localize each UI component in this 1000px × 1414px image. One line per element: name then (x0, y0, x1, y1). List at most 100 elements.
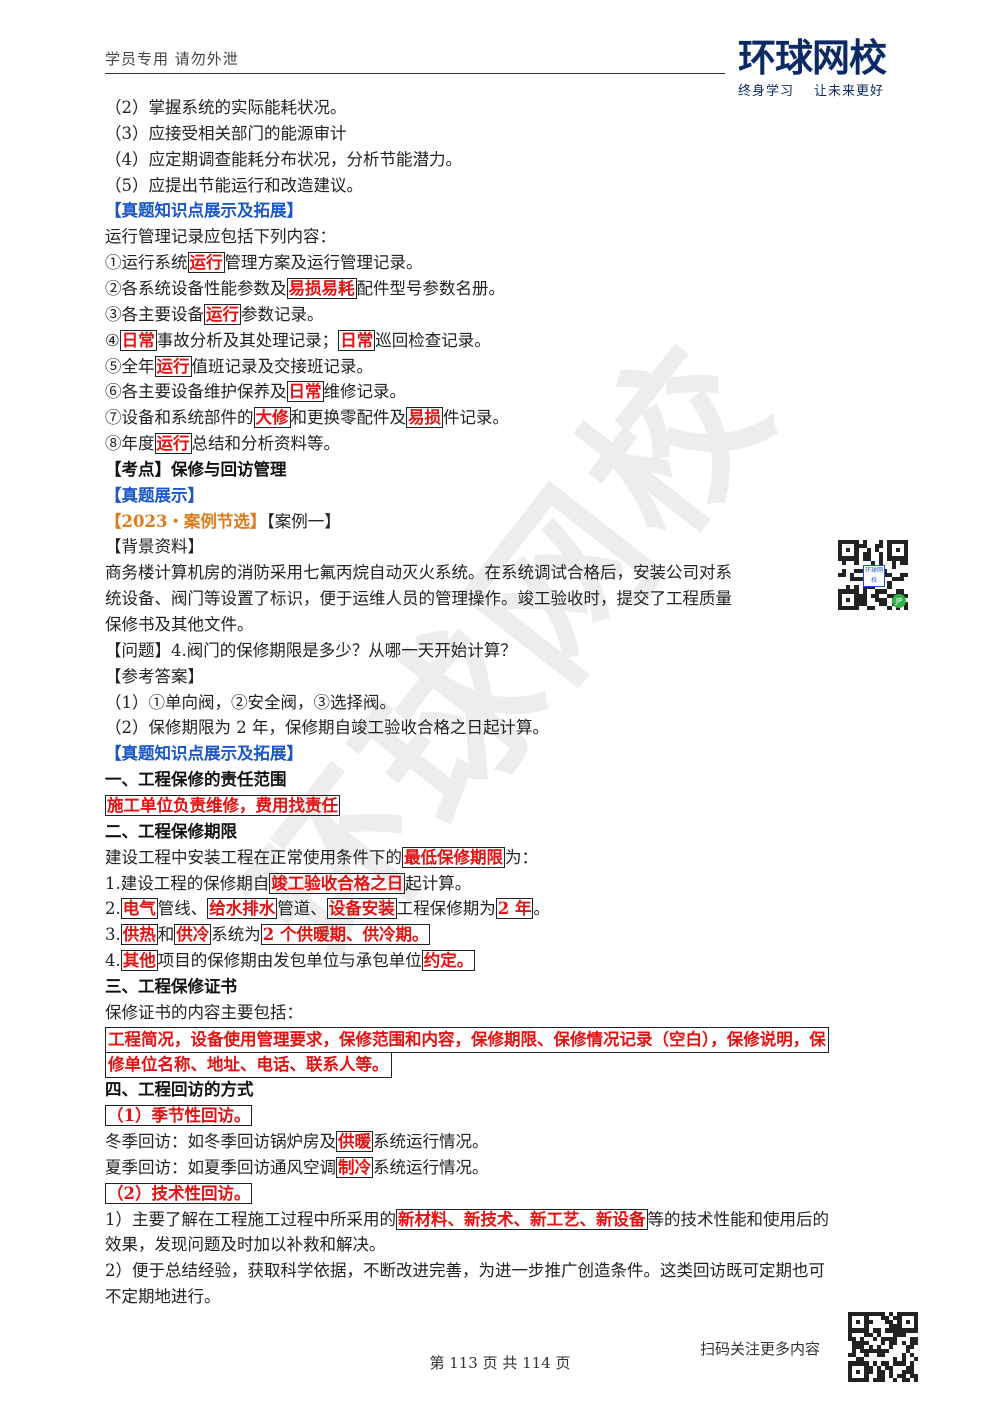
qr-module (854, 544, 859, 549)
qr-module (862, 540, 867, 545)
qr-module (913, 1316, 918, 1321)
qr-module (883, 572, 888, 578)
qr-module (872, 1328, 877, 1333)
qr-module (880, 1312, 886, 1317)
qr-module (862, 601, 867, 606)
text-line: 效果，发现问题及时加以补救和解决。 (105, 1233, 386, 1257)
qr-module (905, 1377, 910, 1382)
qr-module (880, 1373, 886, 1378)
qr-module (868, 1365, 873, 1370)
qr-module (864, 1312, 869, 1317)
text-segment: 2）便于总结经验，获取科学依据，不断改进完善，为进一步推广创造条件。这类回访既可… (105, 1261, 825, 1281)
text-segment: 和 (157, 925, 175, 945)
qr-module (862, 597, 867, 602)
qr-module (856, 1361, 861, 1366)
qr-module (887, 556, 892, 561)
qr-module (852, 1349, 857, 1354)
qr-module (858, 568, 863, 573)
text-segment: ⑤全年 (105, 356, 155, 376)
qr-module (913, 1340, 918, 1345)
highlighted-keyword: 修单位名称、地址、电话、联系人等。 (105, 1052, 392, 1079)
qr-module (913, 1320, 918, 1325)
qr-module (850, 540, 855, 545)
qr-module (897, 1361, 902, 1366)
qr-module (913, 1336, 918, 1341)
qr-module (901, 1332, 906, 1337)
qr-module (895, 589, 900, 594)
qr-module (856, 1340, 861, 1345)
qr-module (875, 548, 880, 553)
text-line: （2）掌握系统的实际能耗状况。 (105, 96, 347, 120)
header-confidential-text: 学员专用 请勿外泄 (105, 50, 239, 68)
qr-module (870, 605, 876, 610)
side-qr-code-icon[interactable]: 环球网校 JP (838, 540, 908, 610)
text-segment: 【参考答案】 (105, 666, 204, 686)
text-segment: ③各主要设备 (105, 304, 204, 324)
qr-module (848, 1373, 853, 1378)
qr-module (872, 1377, 877, 1382)
text-segment: （1）①单向阀，②安全阀，③选择阀。 (105, 692, 396, 712)
qr-module (860, 1340, 865, 1345)
qr-module (850, 605, 855, 610)
text-segment: 【真题展示】 (105, 485, 204, 505)
qr-module (838, 552, 843, 557)
qr-module (872, 1336, 877, 1341)
qr-module (860, 1361, 865, 1366)
qr-module (897, 1312, 902, 1317)
qr-module (848, 1324, 853, 1329)
qr-module (883, 589, 888, 594)
qr-badge: 环球网校 (863, 565, 885, 587)
qr-module (895, 556, 900, 561)
highlighted-keyword: 约定。 (421, 950, 476, 972)
text-segment: 。 (533, 899, 550, 919)
qr-module (868, 1349, 873, 1354)
qr-module (858, 597, 863, 602)
qr-module (858, 593, 863, 598)
qr-module (854, 548, 859, 553)
text-line: 不定期地进行。 (105, 1285, 221, 1309)
footer-qr-code-icon[interactable] (848, 1312, 918, 1382)
qr-module (864, 1316, 869, 1321)
qr-module (876, 1328, 881, 1333)
text-segment: 参数记录。 (241, 304, 324, 324)
qr-module (876, 1365, 881, 1370)
qr-module (901, 1328, 906, 1333)
text-segment: 统设备、阀门等设置了标识，便于运维人员的管理操作。竣工验收时，提交了工程质量 (105, 589, 732, 609)
qr-module (868, 1320, 873, 1325)
logo-slogan-part-1: 终身学习 (738, 84, 795, 99)
qr-module (893, 1357, 898, 1362)
qr-module (879, 597, 884, 602)
qr-module (909, 1312, 914, 1317)
qr-module (880, 1369, 886, 1374)
qr-module (897, 1332, 902, 1337)
qr-module (860, 1357, 865, 1362)
highlighted-keyword: 新材料、新技术、新工艺、新设备 (396, 1208, 648, 1230)
text-segment: 1.建设工程的保修期自 (105, 873, 270, 893)
qr-module (893, 1340, 898, 1345)
qr-module (903, 605, 908, 610)
qr-module (860, 1312, 865, 1317)
qr-module (897, 1316, 902, 1321)
text-line: ⑥各主要设备维护保养及日常维修记录。 (105, 380, 406, 404)
qr-module (887, 572, 892, 578)
qr-module (846, 540, 851, 545)
qr-module (854, 568, 859, 573)
text-segment: 【真题知识点展示及拓展】 (105, 744, 303, 764)
qr-module (838, 597, 843, 602)
qr-module (903, 560, 908, 565)
qr-module (856, 1344, 861, 1350)
qr-module (850, 572, 855, 578)
qr-module (903, 552, 908, 557)
qr-module (850, 589, 855, 594)
text-segment: 起计算。 (405, 873, 472, 893)
qr-module (905, 1328, 910, 1333)
qr-module (903, 593, 908, 598)
highlighted-keyword: 2 个供暖期、供冷期。 (260, 924, 431, 946)
text-segment: （5）应提出节能运行和改造建议。 (105, 175, 363, 195)
text-line: （2）保修期限为 2 年，保修期自竣工验收合格之日起计算。 (105, 716, 549, 740)
qr-module (848, 1365, 853, 1370)
qr-module (909, 1328, 914, 1333)
qr-module (842, 556, 847, 561)
text-segment: 项目的保修期由发包单位与承包单位 (157, 951, 422, 971)
footer-qr-label: 扫码关注更多内容 (700, 1340, 821, 1358)
